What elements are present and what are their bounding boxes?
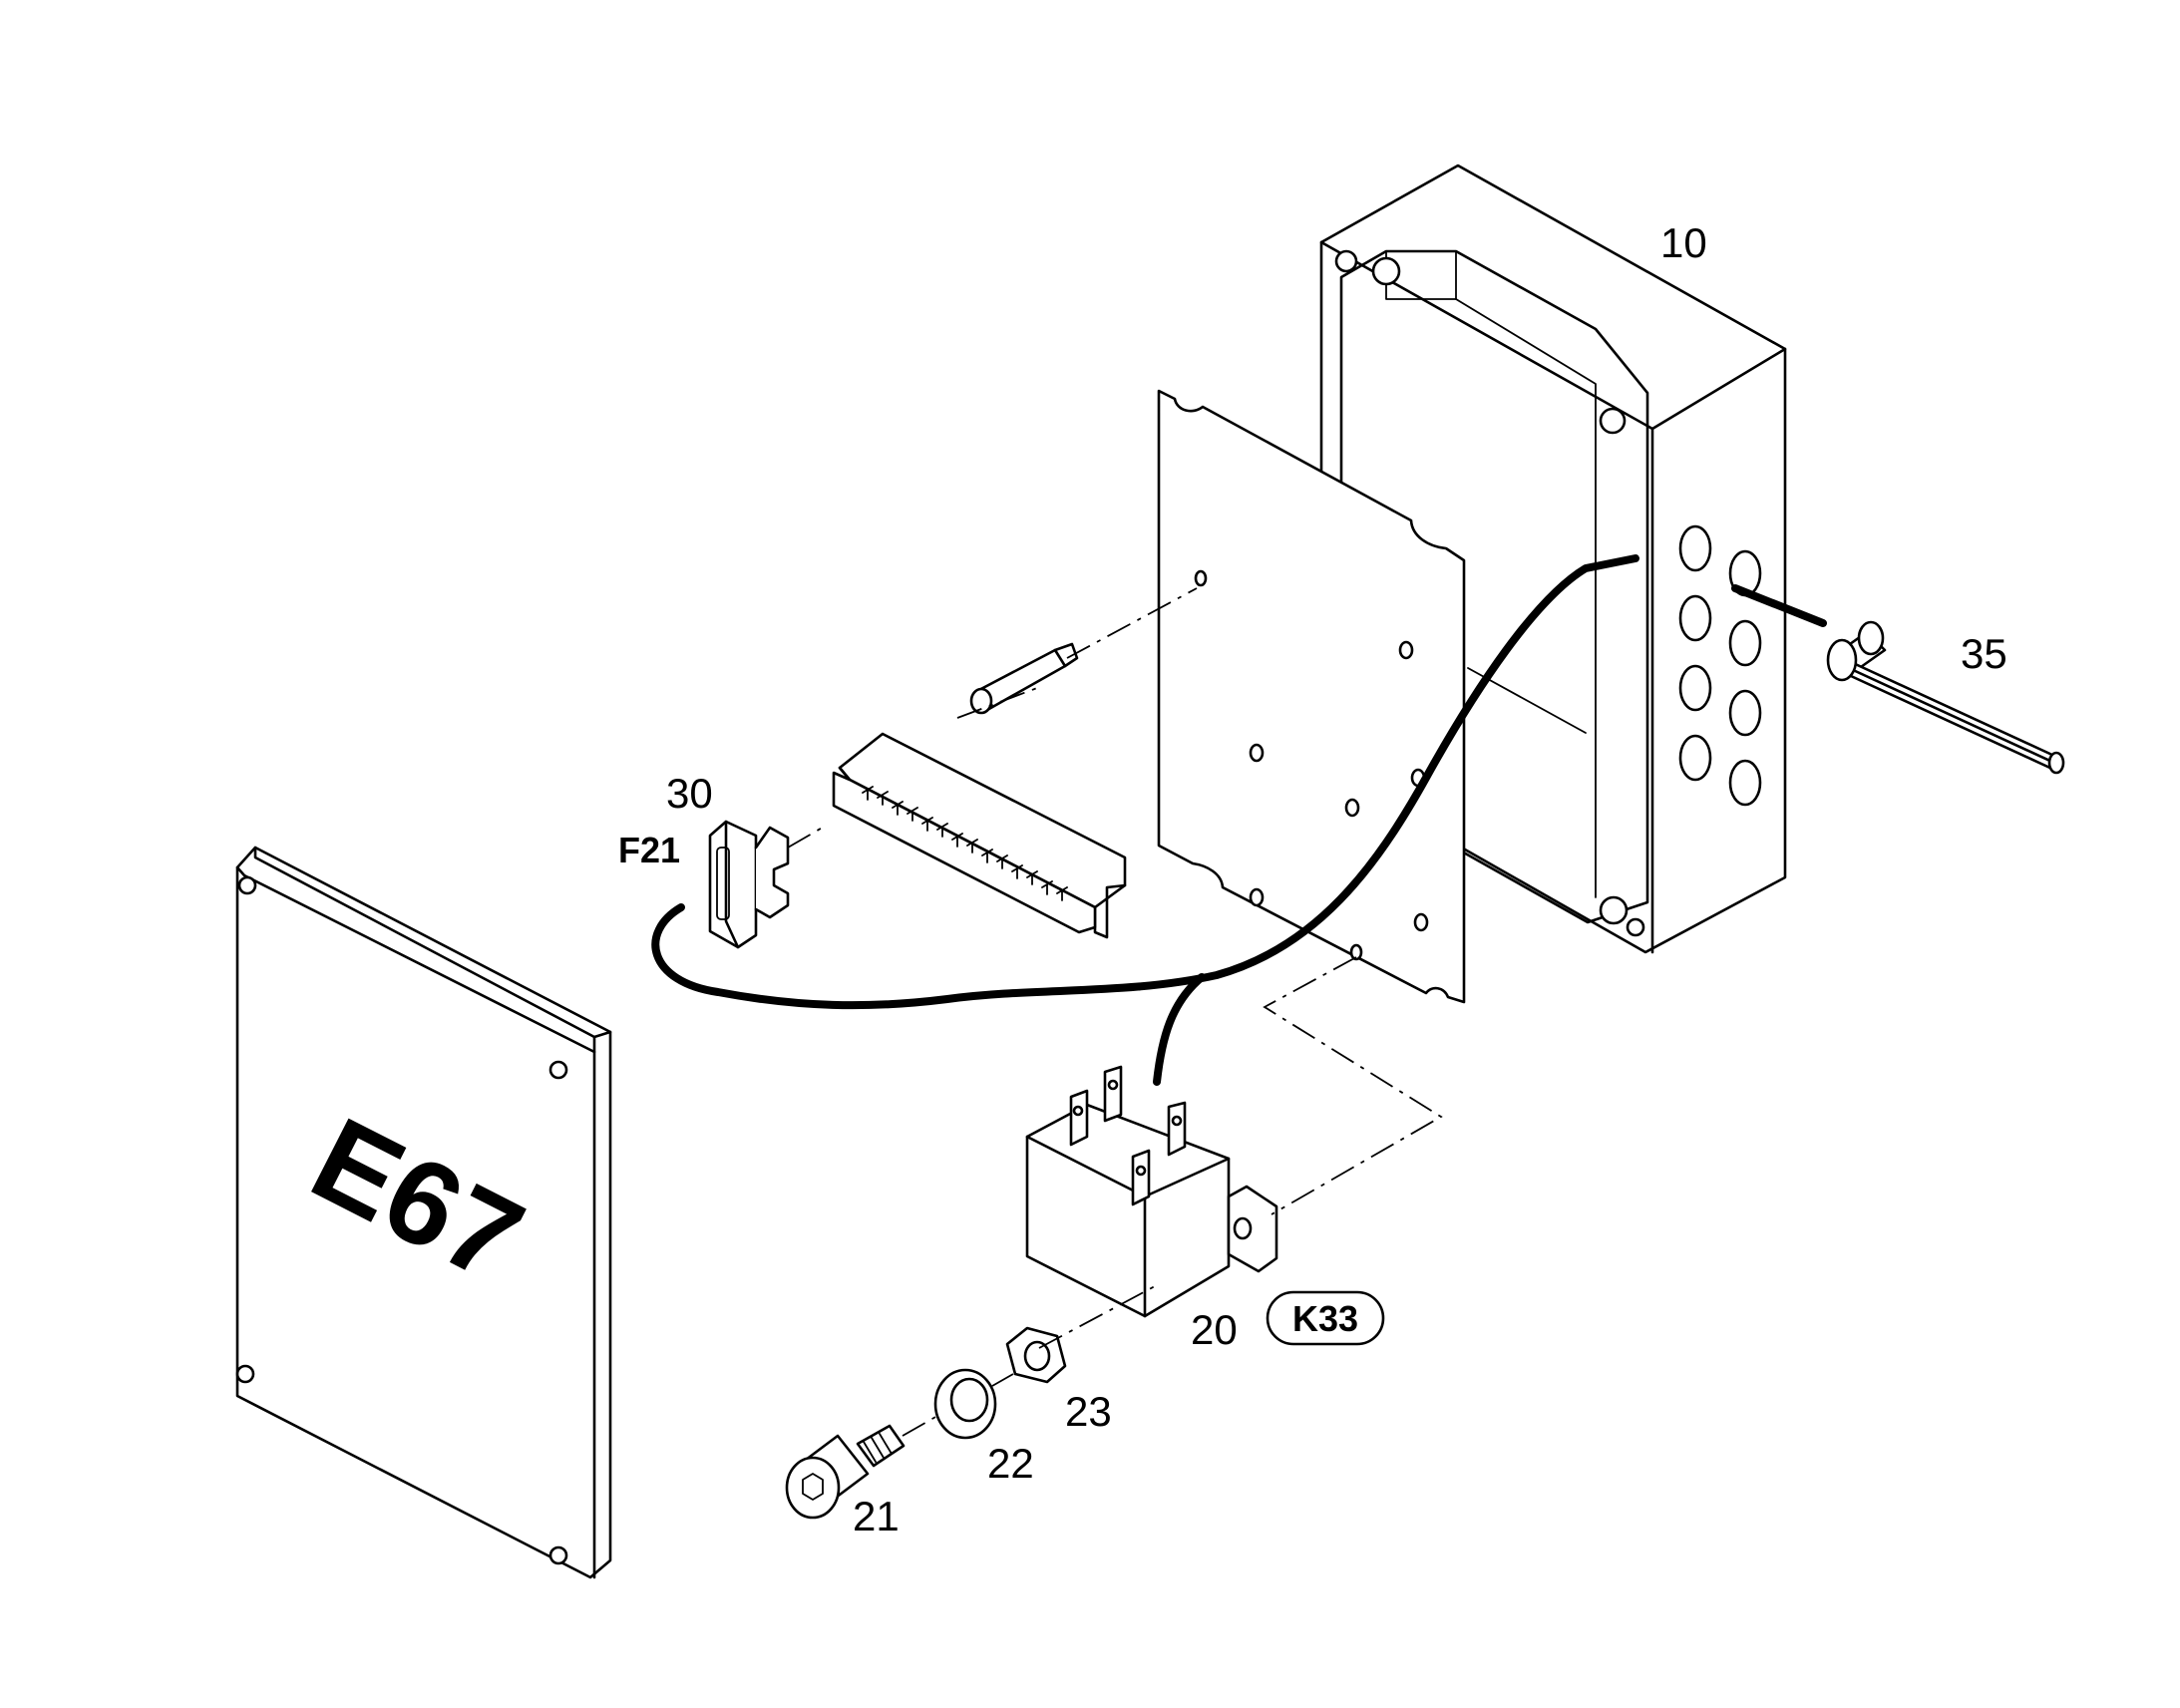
callout-screw: 21 (853, 1493, 900, 1539)
washer (933, 1368, 997, 1440)
label-relay-designation: K33 (1292, 1298, 1358, 1339)
callout-fuse-holder: 30 (666, 770, 713, 817)
relay (1025, 1065, 1278, 1318)
nut (1005, 1326, 1067, 1384)
callout-cable-gland: 35 (1961, 630, 2007, 677)
callout-washer: 22 (987, 1440, 1034, 1487)
fuse-holder (708, 820, 790, 949)
screw (785, 1424, 906, 1520)
assembly-lines (787, 587, 1443, 1437)
callout-relay: 20 (1191, 1306, 1238, 1353)
cable-gland (1826, 620, 2065, 775)
wiring (651, 554, 1827, 1086)
callout-nut: 23 (1065, 1388, 1112, 1435)
label-fuse-designation: F21 (618, 830, 680, 870)
spacer-standoff (969, 642, 1079, 715)
relay-designation-badge (1266, 1290, 1385, 1346)
mounting-plate (1157, 389, 1466, 1004)
terminal-strip (832, 732, 1127, 939)
callout-housing: 10 (1660, 219, 1707, 266)
cover-plate (235, 846, 612, 1579)
